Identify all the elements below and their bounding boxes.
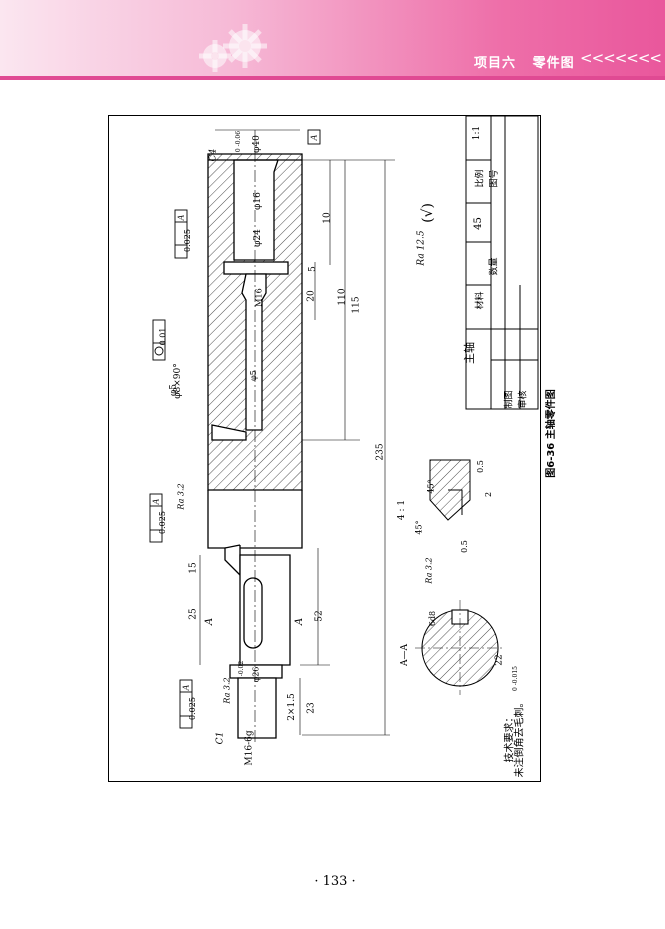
dim-len-25: 25 bbox=[188, 608, 199, 620]
detail-05b: 0.5 bbox=[459, 540, 469, 553]
figure-caption: 图6-36 主轴零件图 bbox=[545, 389, 557, 478]
section-marker-right: A bbox=[294, 617, 306, 626]
header-chevrons: <<<<<<< bbox=[580, 49, 662, 67]
dim-m16: M16 bbox=[254, 288, 264, 307]
gear-decoration-icon bbox=[199, 24, 267, 72]
tolerance-frames bbox=[149, 129, 321, 729]
dim-d24: φ24 bbox=[252, 229, 263, 247]
roughness-surface-3: Ra 3.2 bbox=[222, 677, 232, 704]
drawing-frame bbox=[108, 115, 541, 782]
roundness-value: 0.01 bbox=[158, 327, 168, 346]
keyway-depth-tol: 0 -0.015 bbox=[511, 666, 519, 691]
scale-value: 1:1 bbox=[472, 125, 483, 141]
roughness-surface-2: Ra 3.2 bbox=[424, 557, 434, 584]
part-name: 主轴 bbox=[463, 342, 476, 364]
shaft-body bbox=[207, 130, 303, 745]
general-roughness: Ra 12.5 bbox=[416, 230, 427, 266]
dim-len-110: 110 bbox=[337, 288, 348, 306]
title-block bbox=[465, 115, 539, 410]
tech-notes-line: 未注倒角去毛刺。 bbox=[514, 697, 526, 778]
detail-05a: 0.5 bbox=[475, 460, 485, 473]
drawing-no-label: 图号 bbox=[489, 169, 500, 188]
runout-2-value: 0.025 bbox=[187, 697, 197, 720]
scale-label: 比例 bbox=[475, 169, 486, 188]
detail-2: 2 bbox=[484, 491, 494, 498]
perpendicular-value: 0.025 bbox=[157, 511, 167, 534]
dimension-lines bbox=[199, 129, 395, 736]
general-roughness-suffix: (√) bbox=[419, 203, 436, 223]
reviewed-by-label: 审核 bbox=[518, 390, 529, 409]
drawn-by-label: 制图 bbox=[504, 390, 515, 409]
angle-45a: 45° bbox=[426, 479, 436, 494]
keyway-depth: 22 bbox=[494, 654, 505, 666]
quantity-label: 数量 bbox=[489, 257, 500, 276]
dim-d5: φ5 bbox=[248, 370, 258, 381]
dim-len-20: 20 bbox=[306, 290, 317, 302]
dim-len-15: 15 bbox=[188, 562, 199, 574]
dim-len-52: 52 bbox=[314, 610, 325, 622]
angle-45b: 45° bbox=[414, 520, 424, 535]
dim-len-23: 23 bbox=[306, 702, 317, 714]
material-label: 材料 bbox=[475, 291, 486, 310]
section-a-a bbox=[415, 600, 505, 695]
runout-2-datum: A bbox=[181, 684, 191, 691]
perpendicular-datum: A bbox=[151, 498, 161, 505]
dim-d26: φ26 bbox=[251, 666, 261, 683]
runout-1-datum: A bbox=[176, 214, 186, 221]
header-rule bbox=[0, 76, 665, 80]
dim-d5-cone: φ8×90° bbox=[172, 363, 183, 399]
dim-d40-tol: 0 -0.06 bbox=[235, 130, 243, 153]
dim-len-235: 235 bbox=[375, 443, 386, 461]
dim-len-115: 115 bbox=[351, 296, 362, 314]
dim-d26-tol: -0.02 bbox=[238, 660, 246, 677]
header-band bbox=[0, 0, 665, 80]
runout-1-value: 0.025 bbox=[182, 229, 192, 252]
detail-scale: 4 : 1 bbox=[397, 499, 408, 521]
dim-m16-6g: M16-6g bbox=[244, 730, 255, 766]
roughness-surface-1: Ra 3.2 bbox=[176, 483, 186, 510]
keyway-width: 6d8 bbox=[428, 610, 438, 627]
dim-d40: φ40 bbox=[251, 135, 262, 153]
header-title: 项目六 零件图 bbox=[474, 56, 575, 71]
material-value: 45 bbox=[472, 217, 484, 230]
dim-c4: C4 bbox=[208, 148, 219, 162]
roundness-symbol-icon bbox=[154, 346, 164, 356]
page-number: · 133 · bbox=[314, 874, 356, 889]
dim-len-10: 10 bbox=[322, 212, 333, 224]
dim-len-5: 5 bbox=[307, 266, 318, 272]
datum-top: A bbox=[309, 134, 319, 141]
section-label: A—A bbox=[400, 644, 410, 666]
section-marker-left: A bbox=[204, 617, 216, 626]
dim-d16: φ16 bbox=[252, 192, 263, 210]
dim-thread-relief: 2×1.5 bbox=[286, 693, 297, 721]
detail-view-circle bbox=[429, 459, 471, 521]
dim-c1: C1 bbox=[215, 731, 226, 745]
